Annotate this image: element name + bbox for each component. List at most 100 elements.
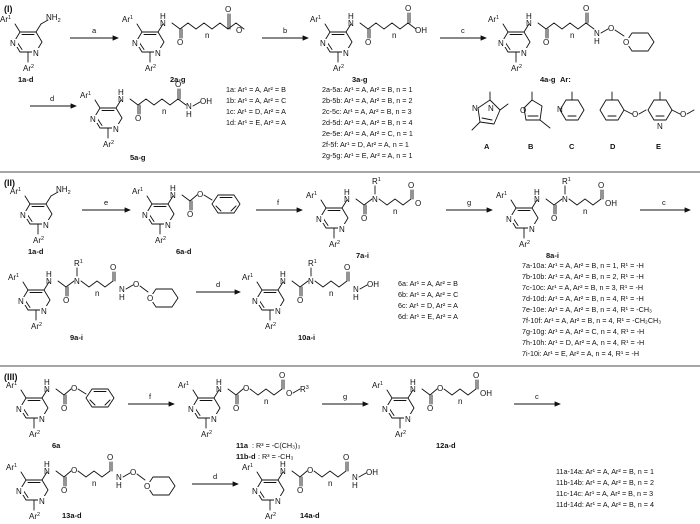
svg-text:R1: R1 <box>74 259 83 268</box>
svg-text:N: N <box>74 277 80 286</box>
svg-text:O: O <box>427 404 433 413</box>
svg-text:O: O <box>71 466 77 475</box>
legend-line: 7i-10i: Ar¹ = E, Ar² = A, n = 4, R¹ = -H <box>522 349 639 358</box>
compound-12a-d: O O n O OH 12a-d <box>371 371 492 450</box>
legend-7-10: 7a-10a: Ar¹ = A, Ar² = B, n = 1, R¹ = -H… <box>522 261 661 358</box>
svg-text:N: N <box>657 122 663 131</box>
svg-text:O: O <box>408 181 414 190</box>
svg-text:n: n <box>329 289 333 298</box>
svg-text:O: O <box>297 486 303 495</box>
svg-text:O: O <box>583 4 589 13</box>
legend-line: 7e-10e: Ar¹ = A, Ar² = B, n = 4, R¹ = -C… <box>522 305 652 314</box>
svg-text:H: H <box>116 481 122 490</box>
svg-text:N: N <box>352 473 358 482</box>
legend-line: 1d: Ar¹ = E, Ar² = A <box>226 118 286 127</box>
svg-text:O: O <box>307 466 313 475</box>
compound-label: 9a-i <box>70 333 83 342</box>
svg-text:N: N <box>116 473 122 482</box>
legend-line: 7b-10b: Ar¹ = A, Ar² = B, n = 2, R¹ = -H <box>522 272 644 281</box>
svg-text:N: N <box>557 105 563 114</box>
svg-text:N: N <box>472 104 478 113</box>
legend-1: 1a: Ar¹ = A, Ar² = B 1b: Ar¹ = A, Ar² = … <box>226 85 286 127</box>
legend-line: 2d-5d: Ar¹ = A, Ar² = B, n = 4 <box>322 118 413 127</box>
legend-line: 7h-10h: Ar¹ = D, Ar² = A, n = 4, R¹ = -H <box>522 338 644 347</box>
svg-text:n: n <box>328 479 332 488</box>
svg-text:n: n <box>205 31 209 40</box>
svg-text:OH: OH <box>415 26 427 35</box>
svg-text:H: H <box>119 293 125 302</box>
svg-text:O: O <box>233 404 239 413</box>
step-label: e <box>104 198 108 207</box>
svg-text:O: O <box>71 384 77 393</box>
compound-1a-d: NH2 1a-d <box>9 185 71 256</box>
svg-text:n: n <box>92 479 96 488</box>
svg-text:NH2: NH2 <box>56 185 71 196</box>
svg-text:O: O <box>110 263 116 272</box>
compound-label: 10a-i <box>298 333 315 342</box>
svg-text:n: n <box>393 207 397 216</box>
step-label: c <box>461 26 465 35</box>
step-label: g <box>343 392 347 401</box>
svg-text:n: n <box>392 31 396 40</box>
legend-2-5: 2a-5a: Ar¹ = A, Ar² = B, n = 1 2b-5b: Ar… <box>322 85 413 160</box>
svg-text:R1: R1 <box>372 177 381 186</box>
legend-line: 2a-5a: Ar¹ = A, Ar² = B, n = 1 <box>322 85 413 94</box>
ar-group-B: O B <box>520 91 551 151</box>
compound-6a-d: O O 6a-d <box>131 184 241 256</box>
compound-label: 1a-d <box>18 75 34 84</box>
step-label: a <box>92 26 97 35</box>
svg-text:H: H <box>186 110 192 119</box>
svg-text:O: O <box>297 296 303 305</box>
legend-line: 6d: Ar¹ = E, Ar² = A <box>398 312 458 321</box>
legend-line: 2f-5f: Ar¹ = D, Ar² = A, n = 1 <box>322 140 409 149</box>
svg-text:N: N <box>353 285 359 294</box>
svg-text:NH2: NH2 <box>46 13 61 24</box>
svg-text:O: O <box>343 453 349 462</box>
svg-text:OH: OH <box>367 280 379 289</box>
section-label: (III) <box>4 372 18 382</box>
compound-label: 5a-g <box>130 153 146 162</box>
legend-line: 7f-10f: Ar¹ = A, Ar² = B, n = 4, R¹ = -C… <box>522 316 661 325</box>
step-label: d <box>213 472 217 481</box>
svg-text:O: O <box>197 190 203 199</box>
ar-group-D: O D <box>599 91 647 151</box>
compound-label: 11a <box>236 441 249 450</box>
legend-line: 2e-5e: Ar¹ = A, Ar² = C, n = 1 <box>322 129 413 138</box>
r3-definition: : R³ = -CH₃ <box>258 452 294 461</box>
step-label: f <box>277 198 280 207</box>
svg-text:O: O <box>286 389 292 398</box>
svg-text:O: O <box>405 4 411 13</box>
compound-13a-d: O O n O N H O 13a-d <box>5 453 176 522</box>
svg-text:R1: R1 <box>308 259 317 268</box>
legend-line: 1b: Ar¹ = A, Ar² = C <box>226 96 286 105</box>
legend-line: 11b-14b: Ar¹ = A, Ar² = B, n = 2 <box>556 478 654 487</box>
svg-text:O: O <box>437 384 443 393</box>
compound-6a: O O 6a <box>5 378 115 450</box>
svg-text:O: O <box>473 371 479 380</box>
compound-10a-i: O N R1 n O N H OH 10a-i <box>241 259 379 342</box>
svg-text:O: O <box>61 486 67 495</box>
svg-text:N: N <box>594 29 600 38</box>
svg-text:H: H <box>353 293 359 302</box>
svg-text:O: O <box>225 5 231 14</box>
compound-4a-g: O O n N H O 4a-g <box>487 4 655 84</box>
ar-groups: Ar: N N A O B <box>471 75 695 151</box>
svg-text:O: O <box>520 106 526 115</box>
compound-2a-g: O O n O 2a-g <box>121 5 245 84</box>
step-label: b <box>283 26 287 35</box>
legend-line: 6b: Ar¹ = A, Ar² = C <box>398 290 458 299</box>
svg-text:O: O <box>279 371 285 380</box>
svg-text:O: O <box>61 404 67 413</box>
svg-text:N: N <box>488 104 494 113</box>
step-label: d <box>50 94 54 103</box>
svg-text:O: O <box>361 214 367 223</box>
svg-text:R3: R3 <box>300 385 309 394</box>
svg-text:n: n <box>162 107 166 116</box>
legend-line: 6a: Ar¹ = A, Ar² = B <box>398 279 458 288</box>
legend-line: 11d-14d: Ar¹ = A, Ar² = B, n = 4 <box>556 500 654 509</box>
svg-text:N: N <box>308 277 314 286</box>
section-1: (I) NH2 1a-d a O O n O 2a-g b <box>0 4 695 162</box>
svg-text:O: O <box>365 38 371 47</box>
ar-group-label: E <box>656 142 661 151</box>
svg-text:N: N <box>372 195 378 204</box>
